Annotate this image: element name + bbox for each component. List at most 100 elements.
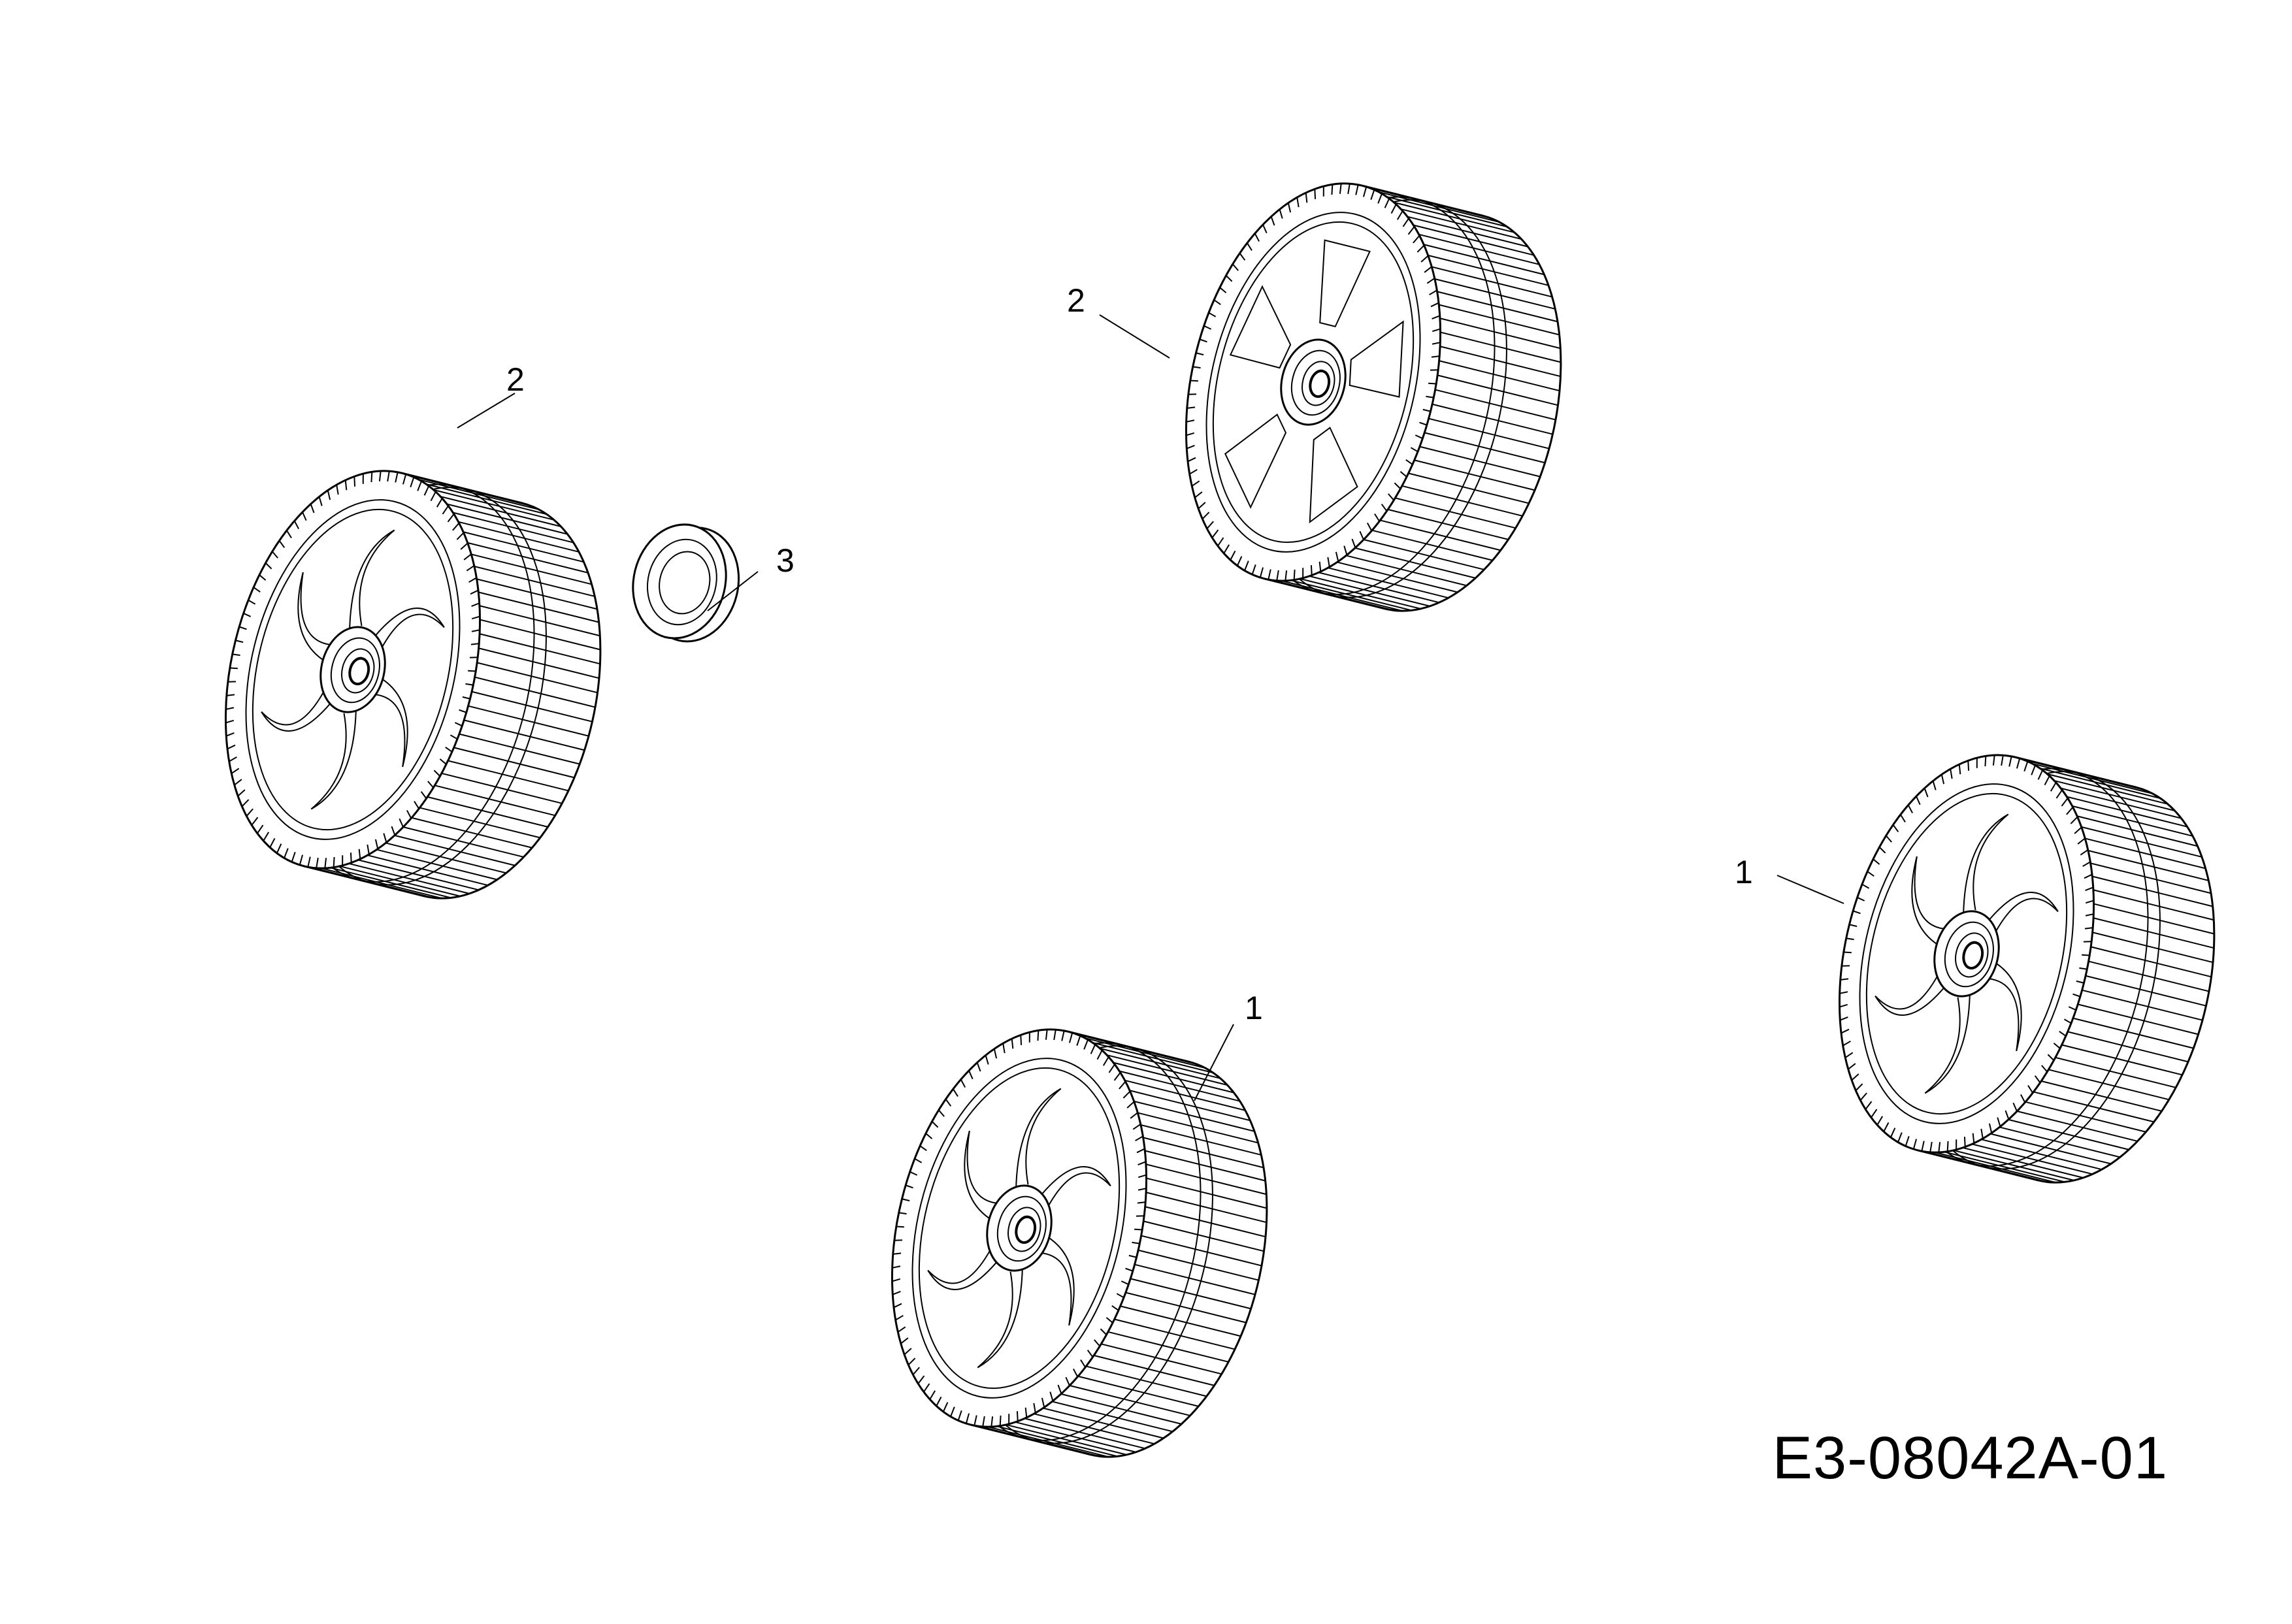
edge-tooth (1355, 184, 1359, 195)
edge-tooth (1208, 312, 1217, 317)
vane (964, 1130, 996, 1223)
edge-tooth (936, 1396, 942, 1406)
edge-tooth (999, 1415, 1002, 1426)
edge-tooth (1855, 1083, 1863, 1092)
edge-tooth (1857, 896, 1865, 901)
edge-tooth (238, 626, 247, 630)
edge-tooth (1033, 1403, 1036, 1414)
edge-tooth (1049, 1391, 1054, 1401)
tread-groove (1024, 1418, 1145, 1450)
edge-tooth (227, 681, 237, 683)
edge-tooth (402, 474, 407, 485)
edge-tooth (470, 643, 480, 645)
edge-tooth (1094, 1339, 1101, 1347)
edge-tooth (2059, 1031, 2067, 1037)
edge-tooth (2008, 756, 2012, 767)
edge-tooth (265, 562, 272, 570)
edge-tooth (1198, 502, 1206, 510)
rim-ring (918, 1067, 1121, 1389)
tread-groove (1101, 1343, 1222, 1375)
edge-tooth (1878, 847, 1886, 854)
edge-tooth (456, 532, 465, 540)
edge-tooth (1958, 764, 1961, 775)
edge-tooth (1191, 480, 1200, 487)
edge-tooth (370, 472, 373, 483)
edge-tooth (1405, 459, 1413, 465)
edge-tooth (1924, 788, 1929, 798)
tread-groove (1145, 1150, 1266, 1182)
tread-groove (459, 733, 580, 765)
tread-groove (1146, 1177, 1268, 1209)
tread-groove (1145, 1163, 1267, 1195)
edge-tooth (968, 1070, 974, 1080)
edge-tooth (1430, 369, 1439, 371)
edge-tooth (1251, 564, 1256, 575)
edge-tooth (387, 471, 390, 482)
tread-groove (1328, 567, 1449, 599)
edge-tooth (1186, 445, 1195, 449)
hub-ring (341, 648, 375, 694)
edge-tooth (1897, 1132, 1903, 1143)
tread-groove (1130, 1278, 1251, 1310)
edge-tooth (450, 734, 458, 740)
edge-tooth (462, 696, 470, 700)
hub-ring (1007, 1207, 1041, 1252)
edge-tooth (1128, 1254, 1137, 1258)
edge-tooth (902, 1198, 910, 1202)
edge-tooth (1116, 1293, 1124, 1299)
edge-tooth (2068, 1006, 2076, 1011)
tread-groove (1107, 1331, 1229, 1363)
edge-tooth (1972, 1133, 1975, 1144)
edge-tooth (1247, 242, 1252, 251)
edge-tooth (1424, 266, 1432, 273)
edge-tooth (1126, 1101, 1135, 1109)
tread-groove (1106, 1054, 1228, 1086)
edge-tooth (993, 1048, 998, 1059)
edge-tooth (336, 484, 339, 495)
edge-tooth (2034, 1075, 2041, 1083)
axle-bore (1962, 941, 1984, 970)
edge-tooth (1188, 393, 1197, 395)
edge-tooth (1239, 253, 1246, 261)
tread-groove (471, 690, 593, 723)
edge-tooth (1057, 1384, 1062, 1394)
edge-tooth (2079, 967, 2087, 970)
edge-tooth (1244, 560, 1249, 571)
hub-ring (996, 1195, 1047, 1262)
edge-tooth (1061, 1030, 1065, 1041)
edge-tooth (1849, 924, 1858, 928)
edge-tooth (1394, 482, 1401, 489)
tread-groove (2040, 1080, 2162, 1112)
edge-tooth (1992, 755, 1995, 766)
edge-tooth (931, 1121, 939, 1128)
edge-tooth (1422, 408, 1431, 412)
edge-tooth (1428, 382, 1437, 385)
edge-tooth (367, 844, 370, 855)
tread-groove (1439, 360, 1560, 392)
tread-groove (1953, 1149, 2074, 1181)
tread-groove (1408, 472, 1530, 504)
edge-tooth (957, 1410, 962, 1421)
edge-tooth (938, 1109, 945, 1117)
tread-groove (330, 867, 451, 899)
tread-groove (1387, 508, 1509, 540)
tread-groove (1432, 266, 1552, 298)
edge-tooth (1268, 569, 1271, 580)
edge-tooth (1410, 447, 1418, 453)
edge-tooth (391, 826, 396, 836)
edge-tooth (1929, 1141, 1933, 1152)
tread-groove (1413, 224, 1534, 256)
tread-groove (440, 496, 561, 527)
callout-number: 2 (506, 361, 525, 398)
vane (966, 1130, 1001, 1205)
edge-tooth (2027, 1085, 2033, 1094)
tread-groove (1138, 1112, 1258, 1144)
tread-groove (2033, 1091, 2154, 1123)
edge-tooth (1997, 1117, 2001, 1127)
edge-tooth (374, 839, 379, 849)
edge-tooth (1846, 937, 1854, 941)
edge-tooth (1045, 1029, 1048, 1040)
edge-tooth (923, 1383, 930, 1393)
edge-tooth (1839, 1016, 1848, 1021)
